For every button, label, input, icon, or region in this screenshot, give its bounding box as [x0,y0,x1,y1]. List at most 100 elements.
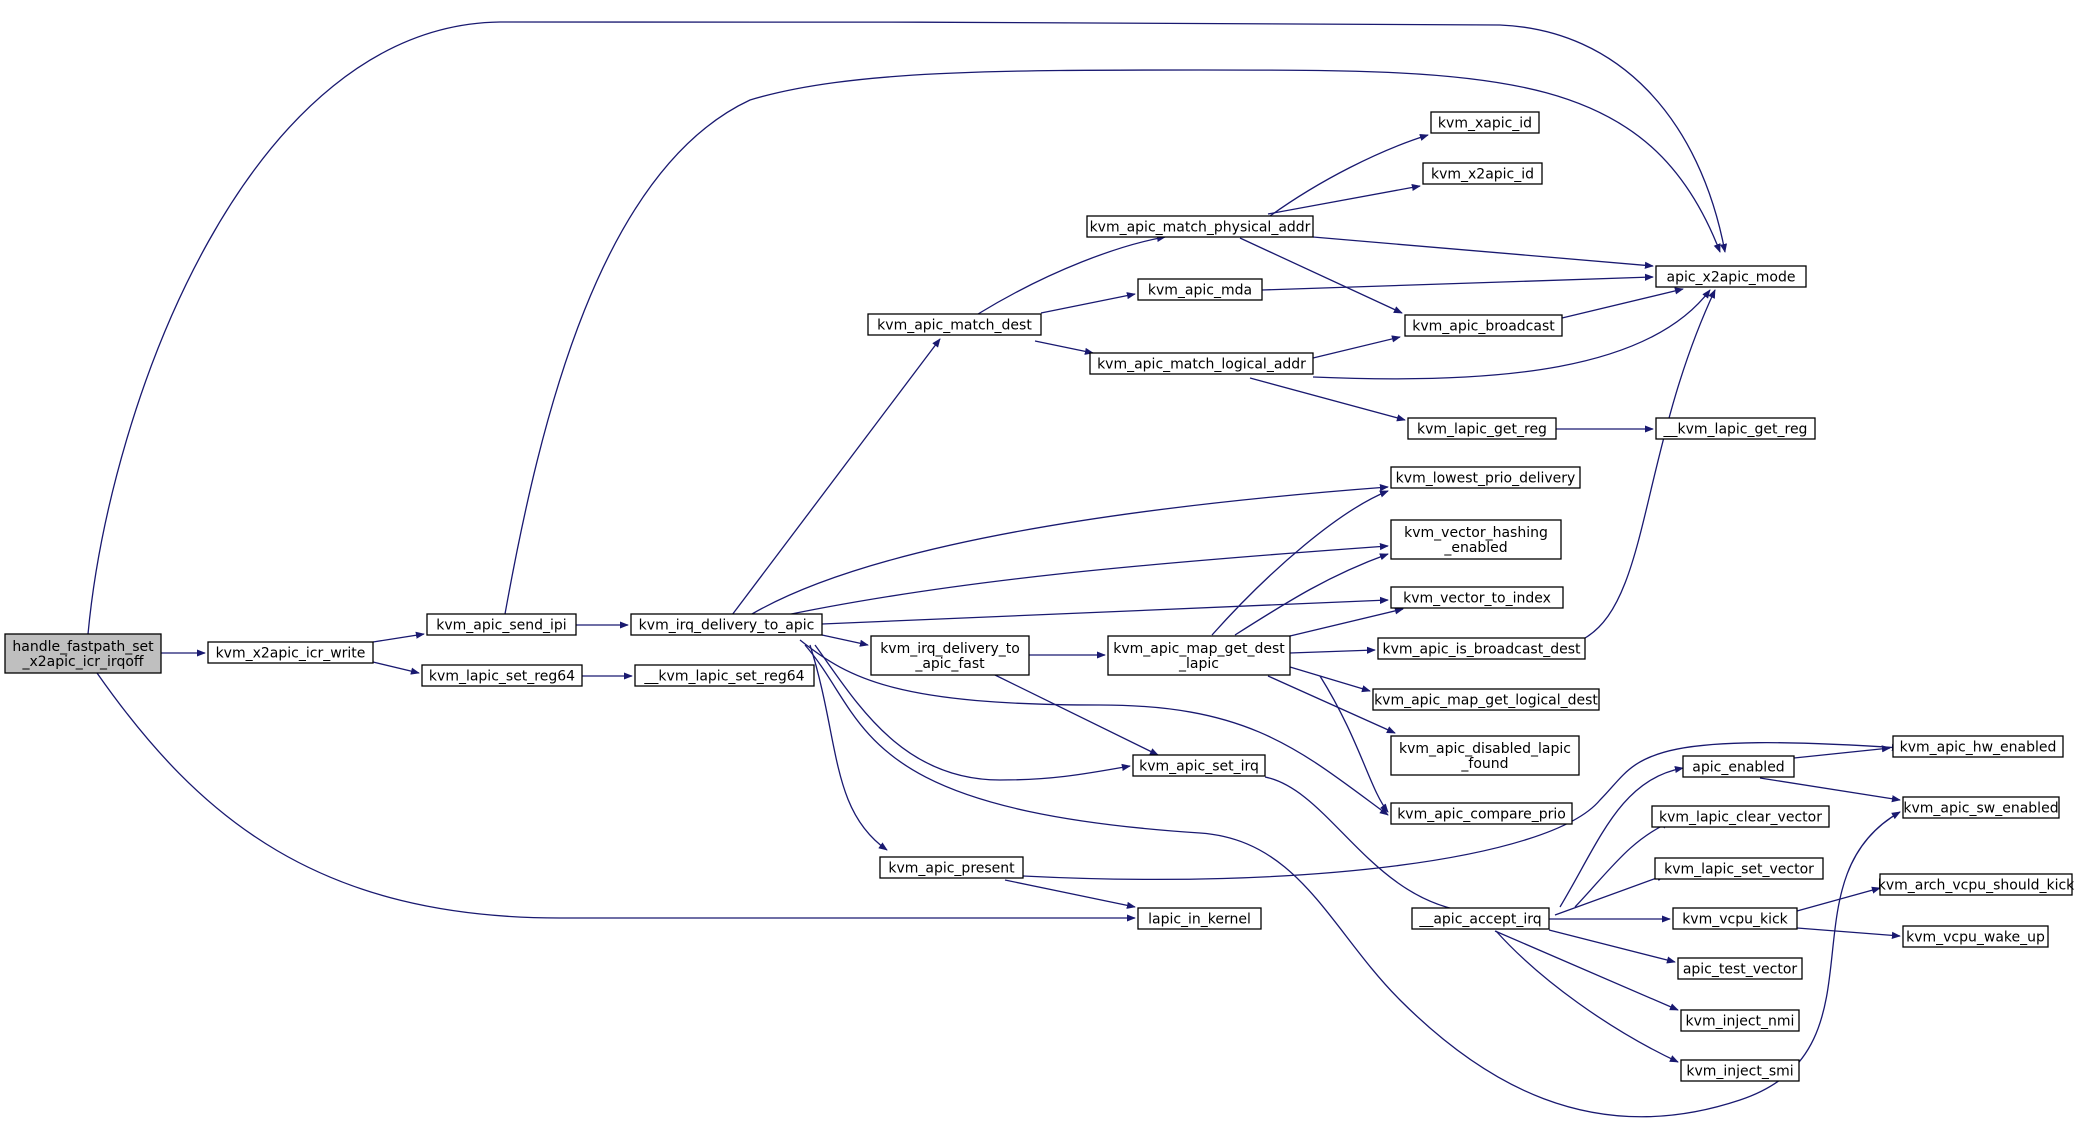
node-label: kvm_apic_send_ipi [436,618,566,634]
node-label: kvm_lapic_set_reg64 [429,669,575,685]
edge-match-dest-to-mda [1040,292,1136,314]
node-label: kvm_vcpu_wake_up [1906,930,2045,946]
node-match-phys[interactable]: kvm_apic_match_physical_addr [1086,215,1314,238]
node-clear-vector[interactable]: kvm_lapic_clear_vector [1651,805,1830,828]
node-x2apic-icr-write[interactable]: kvm_x2apic_icr_write [207,641,374,664]
node-box [1132,754,1266,777]
node-lapic-in-kernel[interactable]: lapic_in_kernel [1137,907,1262,930]
node---get-reg[interactable]: __kvm_lapic_get_reg [1655,417,1816,440]
node-x2apic-id[interactable]: kvm_x2apic_id [1422,162,1543,185]
node-label: kvm_lapic_set_vector [1664,862,1814,878]
node-box [1404,314,1563,337]
node-label: kvm_vector_hashing [1404,525,1548,541]
node-box [1390,519,1562,560]
node-box [1390,466,1581,489]
node-label: kvm_apic_mda [1148,283,1252,299]
node-label: kvm_irq_delivery_to_apic [639,618,815,634]
node-box [4,633,162,674]
node-get-reg[interactable]: kvm_lapic_get_reg [1407,417,1557,440]
node-irq-delivery[interactable]: kvm_irq_delivery_to_apic [630,613,823,636]
node-label: kvm_apic_map_get_dest [1113,641,1285,657]
node-box [1377,637,1586,660]
edge-vcpu-kick-to-should-kick [1796,886,1881,912]
node-accept-irq[interactable]: __apic_accept_irq [1411,907,1550,930]
node-label: kvm_lapic_get_reg [1417,422,1547,438]
node-box [879,856,1024,879]
node-xapic-id[interactable]: kvm_xapic_id [1430,111,1540,134]
node-box [1680,1009,1800,1032]
node-present[interactable]: kvm_apic_present [879,856,1024,879]
node-box [1682,755,1795,778]
edge-mda-to-apic-x2apic-mode [1261,273,1654,291]
node-set-irq[interactable]: kvm_apic_set_irq [1132,754,1266,777]
edge-map-get-dest-to-to-index [1289,607,1404,637]
node-hashing[interactable]: kvm_vector_hashing_enabled [1390,519,1562,560]
edge-irq-delivery-to-present [809,644,888,851]
edge-irq-delivery-to-compare-prio [799,639,1389,816]
node-x2apic-mode[interactable]: apic_x2apic_mode [1655,265,1807,288]
edge-irq-delivery-to-lowest-prio [751,484,1389,615]
edge-match-phys-to-broadcast [1239,237,1403,314]
call-edges [87,21,1901,1118]
node-label: __kvm_lapic_get_reg [1663,422,1808,438]
edge-root-to-apic-x2apic-mode [87,21,1728,635]
edge-accept-irq-to-test-vector [1548,929,1676,964]
node-vcpu-kick[interactable]: kvm_vcpu_kick [1672,907,1798,930]
edge-map-get-dest-to-is-broadcast [1289,646,1376,654]
node-label: handle_fastpath_set [12,639,154,655]
node-label: __apic_accept_irq [1418,912,1541,928]
node-box [1680,1059,1800,1082]
node-label: kvm_apic_map_get_logical_dest [1374,693,1598,709]
edge-is-broadcast-to-apic-x2apic-mode [1584,289,1716,639]
node-label: kvm_arch_vcpu_should_kick [1878,878,2075,894]
node-set-reg64[interactable]: kvm_lapic_set_reg64 [421,664,583,687]
node-box [867,313,1042,336]
node-should-kick[interactable]: kvm_arch_vcpu_should_kick [1878,873,2075,896]
node-lowest-prio[interactable]: kvm_lowest_prio_delivery [1390,466,1581,489]
node-compare-prio[interactable]: kvm_apic_compare_prio [1390,802,1573,825]
node-label: _x2apic_icr_irqoff [21,654,143,670]
edge-set-irq-to-accept-irq [1264,776,1471,915]
node-box [1655,417,1816,440]
node-wake-up[interactable]: kvm_vcpu_wake_up [1902,925,2049,948]
node-inject-smi[interactable]: kvm_inject_smi [1680,1059,1800,1082]
node-box [630,613,823,636]
node-box [1390,735,1580,776]
node-test-vector[interactable]: apic_test_vector [1677,957,1803,980]
node-label: kvm_x2apic_id [1431,167,1534,183]
node-set-vector[interactable]: kvm_lapic_set_vector [1654,857,1824,880]
node-label: kvm_apic_present [888,861,1015,877]
node-mda[interactable]: kvm_apic_mda [1137,278,1263,301]
node---set-reg64[interactable]: __kvm_lapic_set_reg64 [634,664,815,687]
edge-accept-irq-to-inject-nmi [1494,930,1679,1011]
node-box [1902,925,2049,948]
node-box [1892,735,2064,758]
node-logical-dest[interactable]: kvm_apic_map_get_logical_dest [1372,688,1600,711]
node-to-index[interactable]: kvm_vector_to_index [1390,586,1564,609]
edge-match-phys-to-xapic-id [1269,133,1429,217]
node-box [207,641,374,664]
edge-match-phys-to-x2apic-id [1267,183,1421,215]
node-box [1089,352,1314,375]
node-match-logical[interactable]: kvm_apic_match_logical_addr [1089,352,1314,375]
edge-match-logical-to-get-reg [1249,377,1406,422]
edge-match-dest-to-match-phys [977,234,1166,315]
node-root[interactable]: handle_fastpath_set_x2apic_icr_irqoff [4,633,162,674]
node-map-get-dest[interactable]: kvm_apic_map_get_dest_lapic [1107,635,1291,676]
node-label: kvm_apic_is_broadcast_dest [1383,642,1581,658]
node-box [1390,802,1573,825]
node-broadcast[interactable]: kvm_apic_broadcast [1404,314,1563,337]
node-inject-nmi[interactable]: kvm_inject_nmi [1680,1009,1800,1032]
edge-broadcast-to-apic-x2apic-mode [1561,287,1684,319]
node-apic-enabled[interactable]: apic_enabled [1682,755,1795,778]
node-match-dest[interactable]: kvm_apic_match_dest [867,313,1042,336]
node-label: kvm_apic_set_irq [1139,759,1259,775]
node-label: _found [1460,756,1508,772]
node-irq-fast[interactable]: kvm_irq_delivery_to_apic_fast [870,635,1030,676]
edge-accept-irq-to-inject-smi [1495,930,1679,1063]
node-is-broadcast[interactable]: kvm_apic_is_broadcast_dest [1377,637,1586,660]
node-sw-enabled[interactable]: kvm_apic_sw_enabled [1902,796,2060,819]
node-disabled-lapic[interactable]: kvm_apic_disabled_lapic_found [1390,735,1580,776]
node-send-ipi[interactable]: kvm_apic_send_ipi [426,613,577,636]
node-hw-enabled[interactable]: kvm_apic_hw_enabled [1892,735,2064,758]
